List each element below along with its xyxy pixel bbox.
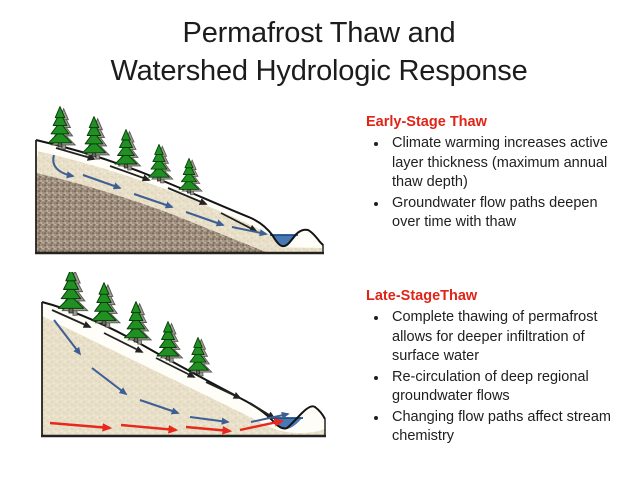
early-stage-text-block: Early-Stage Thaw Climate warming increas… [366, 112, 622, 234]
early-stage-thaw-diagram [35, 106, 324, 255]
shallow-groundwater-arrow-icon [52, 154, 268, 237]
active-layer [36, 151, 284, 253]
evergreen-tree-icon [57, 272, 89, 316]
streambed-sediment [266, 247, 322, 253]
evergreen-tree-icon [114, 129, 141, 171]
page-title-line2: Watershed Hydrologic Response [110, 55, 528, 87]
evergreen-tree-icon [178, 157, 203, 196]
surface-flow-arrow-icon [55, 147, 258, 232]
early-stage-bullet-list: Climate warming increases active layer t… [366, 134, 622, 233]
evergreen-tree-icon [81, 116, 110, 160]
thawed-soil-layer [42, 316, 325, 436]
hillslope-terrain [35, 139, 324, 255]
bullet-item: Re-circulation of deep regional groundwa… [388, 368, 622, 407]
early-stage-heading: Early-Stage Thaw [366, 114, 487, 130]
bullet-item: Changing flow paths affect stream chemis… [388, 408, 622, 447]
late-stage-text-block: Late-StageThaw Complete thawing of perma… [366, 286, 622, 448]
bullet-item: Climate warming increases active layer t… [388, 134, 622, 193]
evergreen-tree-icon [156, 321, 183, 363]
evergreen-tree-icon [148, 143, 174, 184]
page-title: Permafrost Thaw and Watershed Hydrologic… [0, 14, 638, 90]
bullet-item: Complete thawing of permafrost allows fo… [388, 308, 622, 367]
surface-flow-arrow-icon [51, 309, 276, 419]
page-title-line1: Permafrost Thaw and [182, 17, 456, 49]
deep-infiltration-arrow-icon [53, 319, 290, 425]
deep-groundwater-arrow-icon [49, 418, 285, 435]
permafrost-layer [36, 173, 271, 253]
late-stage-thaw-diagram [41, 272, 326, 438]
late-stage-heading: Late-StageThaw [366, 288, 478, 304]
evergreen-tree-icon [187, 336, 213, 377]
evergreen-tree-icon [91, 282, 121, 328]
bullet-item: Groundwater flow paths deepen over time … [388, 194, 622, 233]
evergreen-tree-icon [123, 301, 152, 345]
late-stage-bullet-list: Complete thawing of permafrost allows fo… [366, 308, 622, 447]
evergreen-tree-icon [47, 106, 76, 150]
